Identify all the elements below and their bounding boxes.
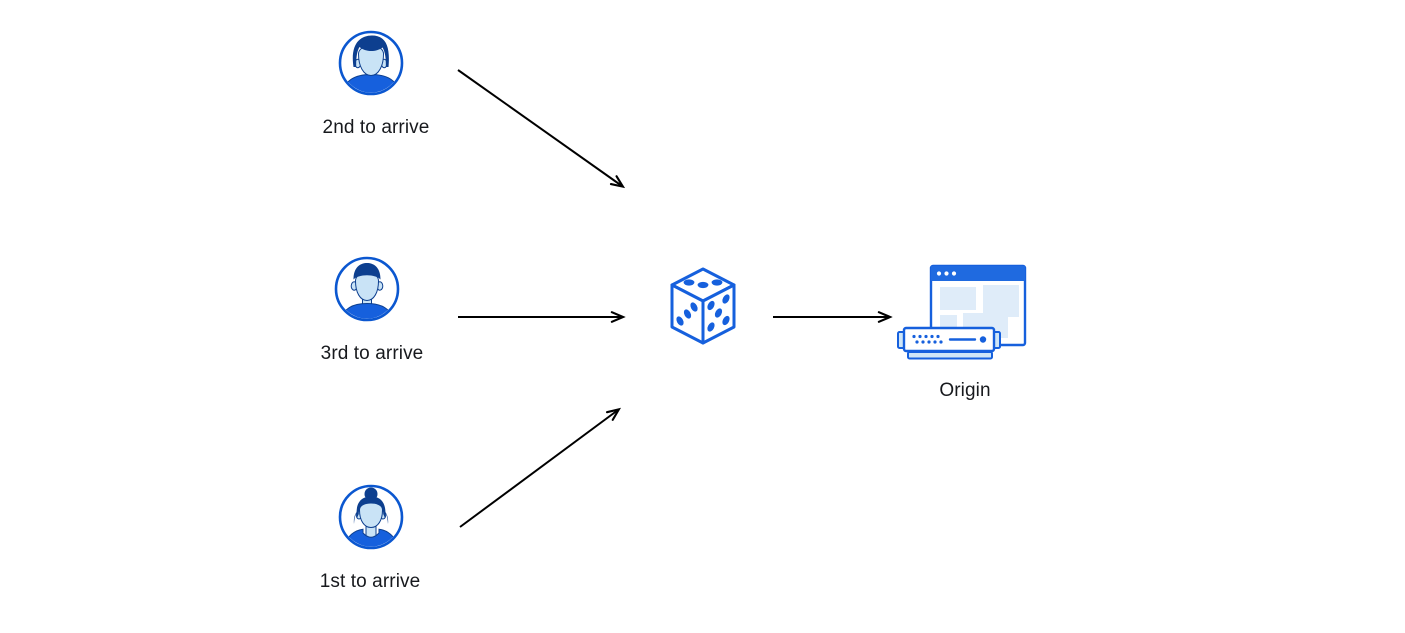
avatar-female-bun-icon [338,484,404,550]
arrow-user2nd-to-dice [457,69,622,186]
label-user-2nd: 2nd to arrive [322,117,430,138]
avatar-male-short-hair-icon [334,256,400,322]
server-icon [897,326,1001,360]
dice-icon [667,265,739,349]
arrow-user1st-to-dice [459,410,618,528]
avatar-male-swept-hair-icon [338,30,404,96]
label-user-1st: 1st to arrive [319,571,421,592]
label-user-3rd: 3rd to arrive [320,343,424,364]
label-origin: Origin [939,380,991,401]
origin-server-browser-icon [895,262,1030,362]
